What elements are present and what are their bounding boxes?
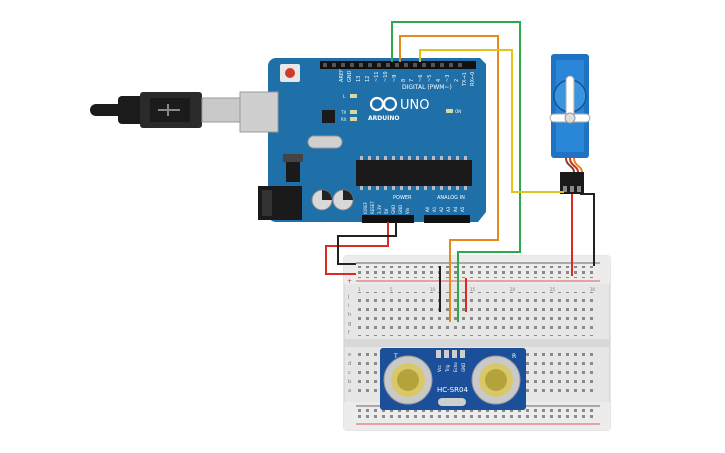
pin-label: ~11 (374, 71, 380, 82)
led-rx (350, 117, 357, 121)
arduino-brand-label: ARDUINO (368, 115, 399, 122)
usb-jack (239, 91, 279, 133)
sensor-pin-label: Vcc (437, 365, 442, 372)
row-letter: g (348, 321, 351, 327)
rail-holes-top[interactable] (357, 266, 597, 278)
wires (325, 21, 595, 322)
wire-yellow[interactable] (419, 49, 564, 193)
led-rx-label: RX (341, 117, 347, 122)
pin-label: ~9 (392, 75, 398, 82)
column-number: 10 (430, 287, 436, 292)
power-pin-label: RESET (370, 201, 375, 214)
led-on-label: ON (455, 109, 461, 114)
center-channel (344, 339, 610, 347)
analog-pin-label: A0 (425, 206, 430, 212)
reset-button[interactable] (280, 64, 300, 82)
pin-label: 2 (454, 79, 460, 82)
crystal-icon (307, 135, 343, 149)
right-transducer-icon (471, 355, 521, 405)
sensor-pin-label: Echo (453, 362, 458, 372)
wire-orange[interactable] (399, 35, 499, 322)
column-number: 15 (470, 287, 476, 292)
row-letter: b (348, 379, 351, 385)
power-pin-label: GND (398, 205, 403, 214)
pin-label: RX←0 (470, 72, 476, 86)
wire-black-servo[interactable] (580, 193, 595, 266)
hc-sr04-sensor[interactable]: T R Vcc Trig Echo GND HC-SR04 (380, 348, 526, 410)
pin-label: ~5 (427, 75, 433, 82)
analog-pin-label: A1 (432, 206, 437, 212)
power-pin-label: IOREF (363, 201, 368, 214)
left-transducer-label: T (393, 353, 398, 360)
pin-label: 7 (409, 79, 415, 82)
pin-label: ~6 (418, 75, 424, 82)
column-number: 1 (358, 287, 361, 292)
pin-label: AREF (339, 69, 345, 82)
led-l-label: L (343, 94, 346, 99)
power-pin-label: GND (391, 205, 396, 214)
analog-pin-label: A4 (453, 206, 458, 212)
regulator (286, 160, 300, 182)
column-number: 20 (510, 287, 516, 292)
led-on (446, 109, 453, 113)
pin-label: 8 (401, 79, 407, 82)
wire-red-5v[interactable] (325, 222, 389, 275)
row-letter: e (348, 352, 351, 358)
arduino-uno-board[interactable]: AREF GND 13 12 ~11 ~10 ~9 8 7 ~6 ~5 4 ~3… (239, 58, 486, 223)
sensor-pin-label: Trig (445, 364, 450, 373)
analog-pin-label: A3 (446, 206, 451, 212)
analog-label: ANALOG IN (437, 195, 465, 201)
right-transducer-label: R (512, 353, 516, 360)
led-tx-label: TX (340, 110, 346, 115)
pin-label: ~3 (445, 75, 451, 82)
capacitor-icon (332, 189, 354, 211)
row-letter: c (348, 370, 351, 376)
power-header[interactable] (362, 215, 414, 223)
power-label: POWER (393, 195, 412, 201)
usb-chip (322, 110, 335, 123)
uno-label: UNO (400, 98, 429, 113)
servo-motor[interactable] (549, 54, 591, 194)
pin-label: 4 (436, 79, 442, 82)
pin-label: ~10 (383, 71, 389, 82)
sensor-model-label: HC-SR04 (437, 386, 468, 394)
pin-label: 12 (365, 76, 371, 82)
row-letter: i (348, 303, 349, 309)
wire-green[interactable] (391, 21, 521, 322)
analog-header[interactable] (424, 215, 470, 223)
sensor-crystal (438, 398, 466, 406)
row-letter: j (347, 294, 349, 300)
capacitor-icon (311, 189, 333, 211)
sensor-pin-label: GND (461, 363, 466, 372)
row-letter: a (348, 388, 351, 394)
rail-holes-bottom[interactable] (357, 409, 597, 421)
usb-cable (90, 92, 241, 128)
row-letter: h (348, 312, 351, 318)
arduino-logo-icon (369, 96, 398, 112)
row-letter: f (348, 330, 350, 336)
servo-horn-icon (549, 75, 591, 124)
left-transducer-icon (383, 355, 433, 405)
led-tx (350, 110, 357, 114)
column-number: 30 (590, 287, 596, 292)
column-number: 5 (390, 287, 393, 292)
wire-black-gnd[interactable] (337, 222, 397, 265)
row-letter: d (348, 361, 351, 367)
pin-label: GND (347, 70, 353, 82)
power-pin-label: Vin (405, 207, 410, 214)
analog-pin-label: A5 (460, 206, 465, 212)
led-l (350, 94, 357, 98)
column-number: 25 (550, 287, 556, 292)
digital-label: DIGITAL (PWM~) (402, 84, 452, 91)
pin-label: 13 (356, 76, 362, 82)
analog-pin-label: A2 (439, 206, 444, 212)
power-pin-label: 3.3V (377, 205, 382, 214)
pin-label: TX→1 (462, 72, 468, 87)
hole-grid-top[interactable] (357, 292, 597, 336)
rail-plus-icon: + (347, 278, 352, 285)
atmega-chip (356, 160, 472, 186)
power-pin-label: 5V (384, 208, 389, 214)
